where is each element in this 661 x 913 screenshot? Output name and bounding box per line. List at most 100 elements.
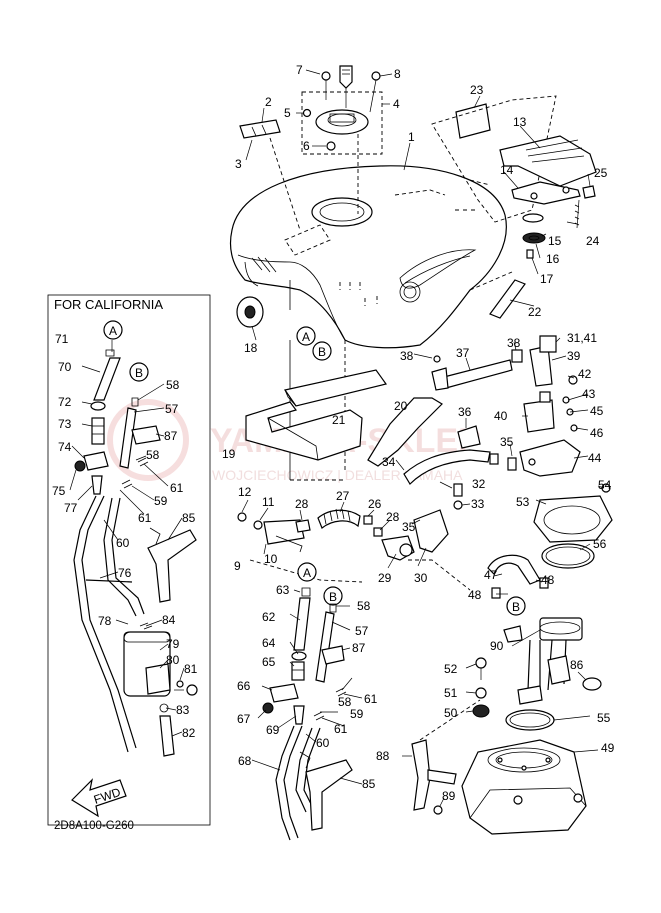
label-part-60b: 60	[316, 736, 330, 750]
label-part-26: 26	[368, 497, 382, 511]
strip-22	[489, 279, 526, 319]
label-part-73: 73	[58, 417, 72, 431]
label-part-38a: 38	[400, 349, 414, 363]
label-part-65: 65	[262, 655, 276, 669]
label-part-84: 84	[162, 613, 176, 627]
label-part-61c: 61	[364, 692, 378, 706]
label-part-59a: 59	[154, 494, 168, 508]
label-part-58a: 58	[166, 378, 180, 392]
label-part-36: 36	[458, 405, 472, 419]
label-part-60a: 60	[116, 536, 130, 550]
ref-b-pump: B	[512, 600, 520, 614]
label-part-48b: 48	[468, 588, 482, 602]
label-part-59b: 59	[350, 707, 364, 721]
bracket-13	[499, 135, 597, 259]
label-part-35a: 35	[500, 435, 514, 449]
label-part-55: 55	[597, 711, 611, 725]
label-part-7: 7	[296, 63, 303, 77]
label-part-29: 29	[378, 571, 392, 585]
label-part-21: 21	[332, 413, 346, 427]
sub-tank	[411, 699, 587, 835]
label-part-45: 45	[590, 404, 604, 418]
label-part-88: 88	[376, 749, 390, 763]
watermark-sub: WOJCIECHOWICZ | DEALER YAMAHA	[212, 467, 463, 483]
label-part-63: 63	[276, 583, 290, 597]
ref-a-cal: A	[109, 324, 117, 338]
label-part-34: 34	[382, 455, 396, 469]
label-part-23: 23	[470, 83, 484, 97]
label-part-66: 66	[237, 679, 251, 693]
label-part-2: 2	[265, 95, 272, 109]
label-part-58b: 58	[146, 448, 160, 462]
label-part-83: 83	[176, 703, 190, 717]
label-part-30: 30	[414, 571, 428, 585]
label-part-16: 16	[546, 252, 560, 266]
label-part-61b: 61	[138, 511, 152, 525]
part-23	[431, 95, 557, 223]
label-part-70: 70	[58, 360, 72, 374]
label-part-1: 1	[408, 130, 415, 144]
label-part-28b: 28	[386, 510, 400, 524]
label-part-42: 42	[578, 367, 592, 381]
label-part-32: 32	[472, 477, 486, 491]
label-part-39: 39	[567, 349, 581, 363]
label-part-25: 25	[594, 166, 608, 180]
label-part-53: 53	[516, 495, 530, 509]
label-part-72: 72	[58, 395, 72, 409]
label-part-57b: 57	[355, 624, 369, 638]
label-part-69: 69	[266, 723, 280, 737]
label-part-8: 8	[394, 67, 401, 81]
label-part-35b: 35	[402, 520, 416, 534]
tank-ref-circles: A B	[296, 326, 332, 361]
label-part-12: 12	[238, 485, 252, 499]
fuel-cap-assembly	[301, 65, 383, 214]
part-labels: 1 2 3 4 5 6 7 8 9 10 11 12 13 14 15 16 1…	[52, 63, 615, 803]
label-part-68: 68	[238, 754, 252, 768]
label-part-64: 64	[262, 636, 276, 650]
label-part-49: 49	[601, 741, 615, 755]
ref-b-tank: B	[318, 345, 326, 359]
label-part-33: 33	[471, 497, 485, 511]
label-part-89: 89	[442, 789, 456, 803]
label-part-40: 40	[494, 409, 508, 423]
label-part-44: 44	[588, 451, 602, 465]
label-part-46: 46	[590, 426, 604, 440]
hose-20	[367, 397, 443, 467]
label-part-22: 22	[528, 305, 542, 319]
grommet-18	[236, 296, 264, 328]
label-part-57a: 57	[165, 402, 179, 416]
label-part-81: 81	[184, 662, 198, 676]
label-part-61d: 61	[334, 722, 348, 736]
ref-a-lower: A	[303, 566, 311, 580]
label-part-47: 47	[484, 568, 498, 582]
drawing-code: 2D8A100-G260	[54, 820, 134, 832]
label-part-71: 71	[55, 332, 69, 346]
california-box-title: FOR CALIFORNIA	[54, 297, 163, 312]
label-part-50: 50	[444, 706, 458, 720]
california-box: FOR CALIFORNIA A B	[47, 294, 211, 826]
ref-b-lower: B	[329, 590, 337, 604]
label-part-3: 3	[235, 157, 242, 171]
pads	[239, 119, 301, 231]
label-part-54: 54	[598, 478, 612, 492]
label-part-24: 24	[586, 234, 600, 248]
label-part-51: 51	[444, 686, 458, 700]
label-part-87b: 87	[352, 641, 366, 655]
label-part-74: 74	[58, 440, 72, 454]
label-part-75: 75	[52, 484, 66, 498]
dampers	[245, 369, 388, 461]
label-part-5: 5	[284, 106, 291, 120]
label-part-56: 56	[593, 537, 607, 551]
label-part-90: 90	[490, 639, 504, 653]
pump-area: B	[472, 483, 613, 731]
label-part-43: 43	[582, 387, 596, 401]
label-part-4: 4	[393, 97, 400, 111]
label-part-58d: 58	[338, 695, 352, 709]
label-part-78: 78	[98, 614, 112, 628]
label-part-15: 15	[548, 234, 562, 248]
fwd-arrow: FWD	[71, 778, 127, 818]
label-part-31-41: 31,41	[567, 331, 597, 345]
label-part-6: 6	[303, 139, 310, 153]
label-part-14: 14	[500, 163, 514, 177]
